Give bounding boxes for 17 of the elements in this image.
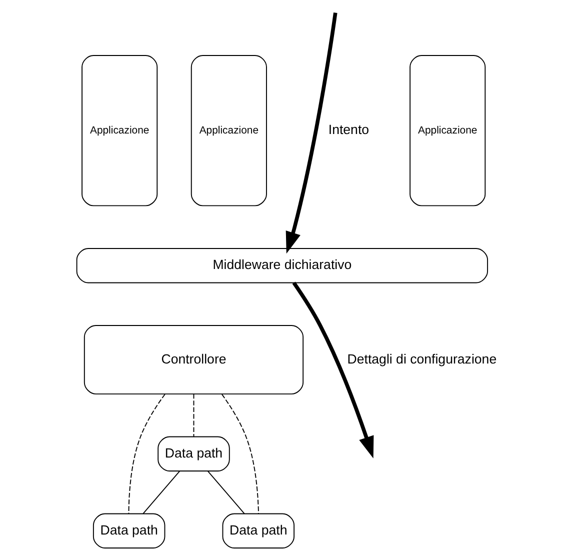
node-box: Applicazione	[190, 55, 266, 206]
node-box: Controllore	[83, 325, 304, 394]
node-box: Data path	[157, 436, 230, 472]
connector	[142, 470, 180, 514]
arrow	[285, 12, 337, 254]
connector	[206, 470, 244, 514]
node-box: Middleware dichiarativo	[76, 248, 488, 284]
node-box: Applicazione	[409, 55, 486, 206]
node-box: Data path	[222, 513, 294, 548]
edge-label: Intento	[328, 122, 369, 138]
connector	[220, 394, 258, 514]
node-box: Data path	[92, 513, 165, 548]
connector	[128, 394, 165, 514]
connector	[192, 394, 194, 438]
arrow	[292, 282, 374, 458]
node-box: Applicazione	[81, 55, 158, 206]
edge-label: Dettagli di configurazione	[346, 351, 496, 366]
